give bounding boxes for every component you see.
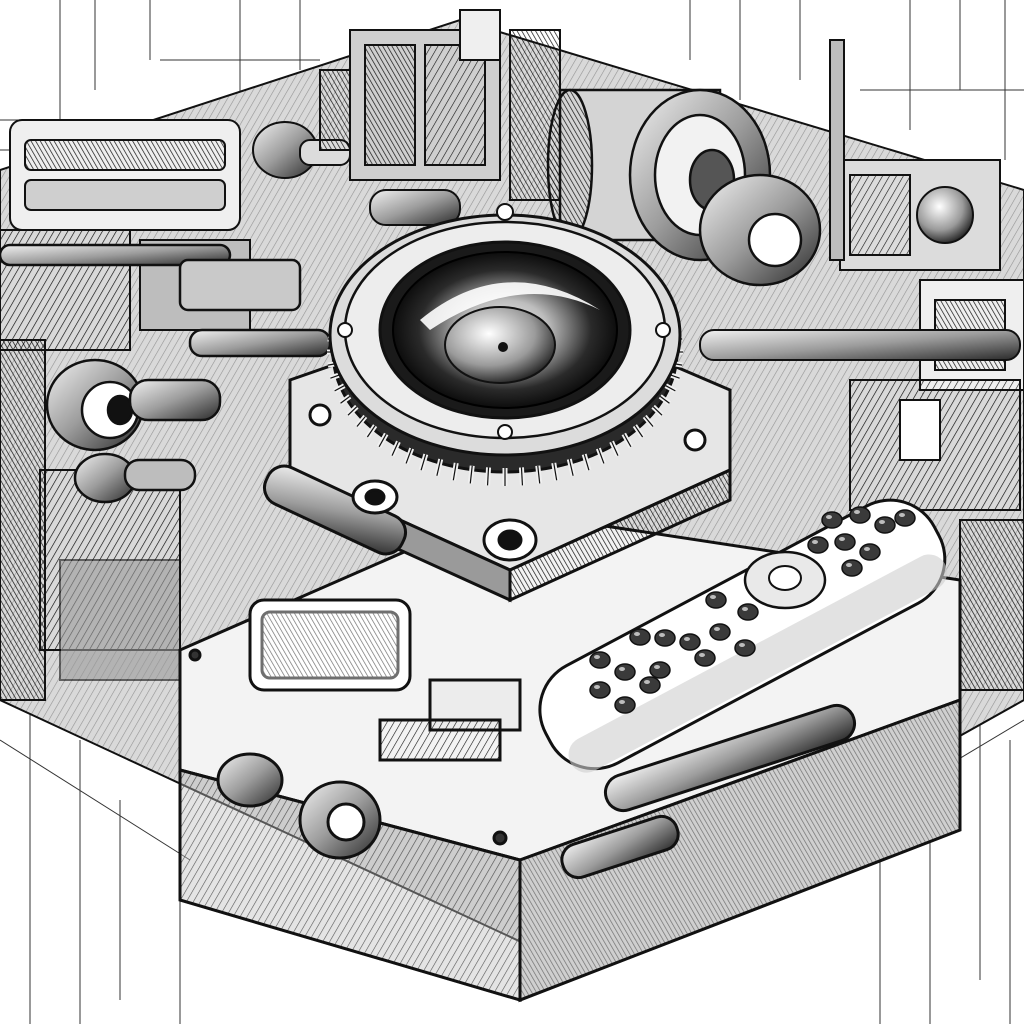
gear-tooth bbox=[568, 459, 574, 476]
gear-tooth bbox=[597, 448, 605, 464]
gear-tooth bbox=[583, 454, 590, 471]
remote-dpad bbox=[743, 550, 827, 610]
remote-button-highlight bbox=[659, 633, 665, 637]
remote-button-highlight bbox=[839, 537, 845, 541]
remote-button-highlight bbox=[854, 510, 860, 514]
remote-button-highlight bbox=[864, 547, 870, 551]
remote-button-highlight bbox=[899, 513, 905, 517]
remote-button bbox=[849, 506, 871, 524]
remote-button-highlight bbox=[644, 680, 650, 684]
remote-button-highlight bbox=[619, 667, 625, 671]
remote-button bbox=[859, 543, 881, 561]
remote-button bbox=[834, 533, 856, 551]
remote-button-highlight bbox=[739, 643, 745, 647]
gear-tooth bbox=[644, 416, 654, 427]
remote-button bbox=[821, 511, 843, 529]
remote-button bbox=[629, 628, 651, 646]
gear-tooth bbox=[537, 465, 541, 484]
remote-buttons bbox=[589, 506, 916, 714]
gear-tooth bbox=[334, 385, 345, 392]
gear-tooth bbox=[520, 467, 524, 486]
remote-button-highlight bbox=[654, 665, 660, 669]
remote-button bbox=[589, 651, 611, 669]
gear-tooth bbox=[436, 459, 442, 476]
speaker-with-gear-ring bbox=[327, 203, 683, 486]
gear-tooth bbox=[623, 433, 632, 448]
remote-button bbox=[694, 649, 716, 667]
front-port-left bbox=[216, 752, 382, 860]
remote-button bbox=[679, 633, 701, 651]
remote-button-highlight bbox=[594, 655, 600, 659]
remote-button-highlight bbox=[812, 540, 818, 544]
remote-button bbox=[874, 516, 896, 534]
remote-button-highlight bbox=[879, 520, 885, 524]
remote-button bbox=[807, 536, 829, 554]
gear-tooth bbox=[391, 441, 399, 456]
gear-tooth bbox=[347, 406, 358, 416]
remote-button bbox=[639, 676, 661, 694]
gear-tooth bbox=[405, 448, 413, 464]
remote-button bbox=[589, 681, 611, 699]
remote-button-highlight bbox=[594, 685, 600, 689]
remote-button bbox=[737, 603, 759, 621]
remote-button-highlight bbox=[684, 637, 690, 641]
left-lens-cylinder bbox=[45, 358, 222, 504]
remote-button bbox=[614, 663, 636, 681]
remote-button bbox=[894, 509, 916, 527]
gear-tooth bbox=[420, 454, 427, 471]
gear-tooth bbox=[340, 395, 351, 404]
side-pipe bbox=[560, 703, 857, 880]
gear-tooth bbox=[486, 467, 490, 486]
remote-button-highlight bbox=[826, 515, 832, 519]
gear-tooth bbox=[634, 425, 644, 438]
remote-button-highlight bbox=[619, 700, 625, 704]
remote-control bbox=[538, 498, 948, 773]
remote-button-highlight bbox=[699, 653, 705, 657]
remote-button-highlight bbox=[634, 632, 640, 636]
remote-button bbox=[709, 623, 731, 641]
remote-button-highlight bbox=[710, 595, 716, 599]
remote-button bbox=[649, 661, 671, 679]
gear-tooth bbox=[611, 441, 619, 456]
gear-tooth bbox=[652, 406, 663, 416]
remote-button-highlight bbox=[714, 627, 720, 631]
gear-tooth bbox=[665, 385, 676, 392]
gear-tooth bbox=[659, 395, 670, 404]
remote-button bbox=[841, 559, 863, 577]
remote-button-highlight bbox=[846, 563, 852, 567]
gear-tooth bbox=[553, 462, 558, 481]
remote-button bbox=[654, 629, 676, 647]
drum-cylinder bbox=[546, 88, 822, 287]
remote-button bbox=[705, 591, 727, 609]
gear-tooth bbox=[378, 433, 387, 448]
gear-tooth bbox=[469, 465, 473, 484]
gear-tooth bbox=[356, 416, 366, 427]
remote-button-highlight bbox=[742, 607, 748, 611]
remote-button bbox=[734, 639, 756, 657]
gear-tooth bbox=[452, 462, 457, 481]
gear-tooth bbox=[366, 425, 376, 438]
remote-button bbox=[614, 696, 636, 714]
